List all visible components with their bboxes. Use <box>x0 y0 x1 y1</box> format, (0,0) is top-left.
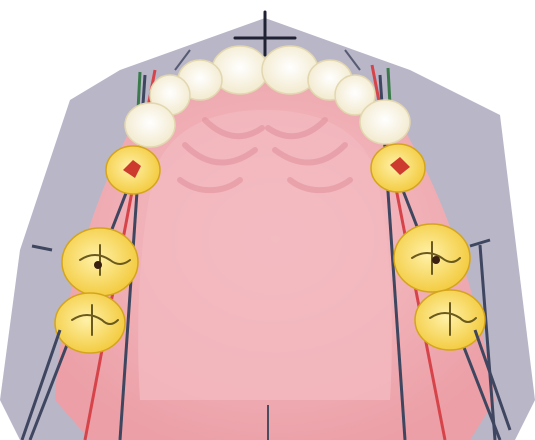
tooth-first-premolar-right <box>360 100 410 144</box>
palate-vault <box>138 110 392 400</box>
tooth-first-premolar-left <box>125 103 175 147</box>
